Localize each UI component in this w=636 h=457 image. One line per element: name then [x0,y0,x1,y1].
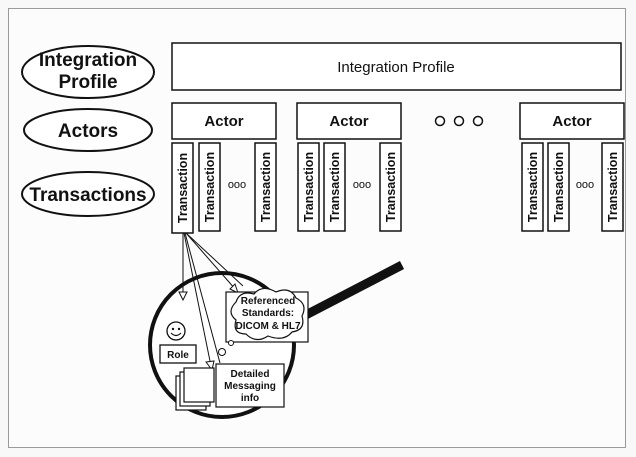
referenced-standards-line2: Standards: [242,308,294,319]
transaction-1-1-label: Transaction [176,153,190,223]
transaction-2-1-label: Transaction [302,152,316,222]
transaction-3-1-label: Transaction [526,152,540,222]
document-stack-icon [175,367,215,411]
integration-profile-oval-line1: Integration [39,50,137,71]
transaction-group-1: Transaction Transaction ooo Transaction [171,142,277,234]
role-box: Role [159,344,197,364]
transaction-3-2-label: Transaction [552,152,566,222]
actor-box-1-label: Actor [204,113,243,130]
actors-oval: Actors [23,108,153,152]
transaction-1-3-label: Transaction [259,152,273,222]
actor-box-2: Actor [296,102,402,140]
actor-box-1: Actor [171,102,277,140]
transaction-2-2-label: Transaction [328,152,342,222]
detailed-messaging-box: Detailed Messaging info [215,363,285,408]
transaction-3-ellipsis: ooo [576,179,594,191]
transaction-2-3-label: Transaction [384,152,398,222]
transaction-group-3: Transaction Transaction ooo Transaction [521,142,624,232]
actor-box-2-label: Actor [329,113,368,130]
referenced-standards-line1: Referenced [241,296,295,307]
transaction-1-2-label: Transaction [203,152,217,222]
transaction-1-ellipsis: ooo [228,179,246,191]
zoom-arrows [178,232,244,372]
integration-profile-oval: Integration Profile [21,45,155,99]
detailed-messaging-line2: Messaging [224,381,276,392]
integration-profile-box-label: Integration Profile [337,59,455,76]
detailed-messaging-line3: info [241,393,259,404]
actor-box-3: Actor [519,102,625,140]
referenced-standards-line3: DICOM & HL7 [236,321,301,332]
role-label: Role [167,350,189,361]
thought-cloud-icon: Referenced Standards: DICOM & HL7 [218,287,309,356]
actors-oval-label: Actors [58,121,118,142]
transaction-group-2: Transaction Transaction ooo Transaction [297,142,402,232]
smiley-face-icon [166,321,186,341]
transaction-3-3-label: Transaction [606,152,620,222]
integration-profile-box: Integration Profile [171,42,622,91]
actor-box-3-label: Actor [552,113,591,130]
transaction-2-ellipsis: ooo [353,179,371,191]
transactions-oval-label: Transactions [29,185,146,206]
detailed-messaging-line1: Detailed [231,369,270,380]
integration-profile-oval-line2: Profile [58,72,117,93]
actor-ellipsis [434,115,484,127]
transactions-oval: Transactions [21,171,155,217]
